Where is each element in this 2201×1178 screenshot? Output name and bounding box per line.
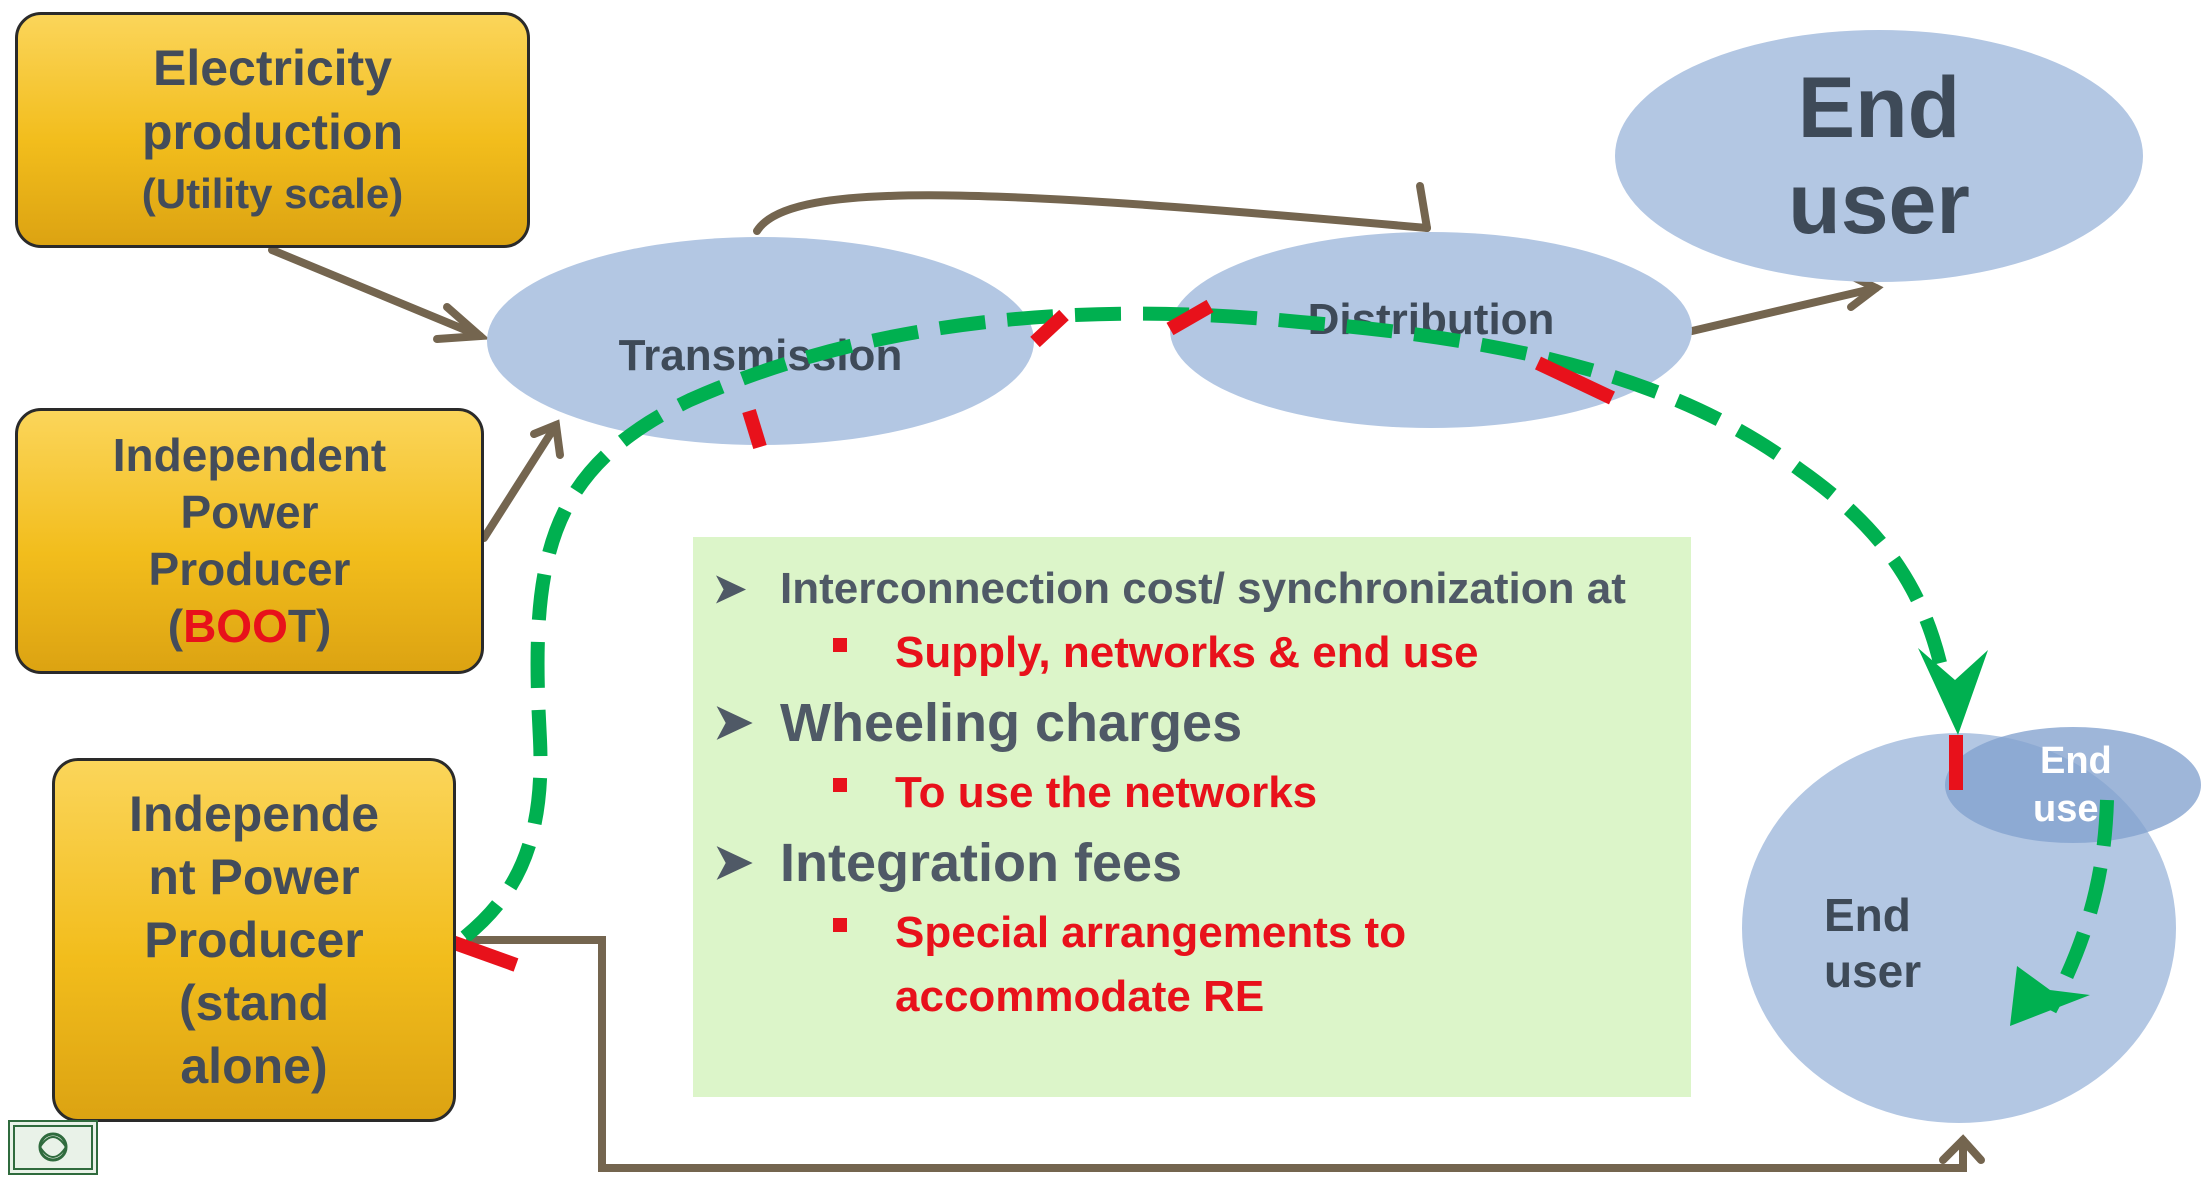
- utility-production-box: Electricity production (Utility scale): [15, 12, 530, 248]
- red-square-icon: [833, 778, 847, 792]
- ipp-boot-line4: (BOOT): [168, 598, 332, 655]
- sub-special: Special arrangements to accommodate RE: [833, 901, 1661, 1029]
- ipp-boot-accent: BOO: [183, 600, 288, 652]
- sub-supply-text: Supply, networks & end use: [895, 628, 1479, 677]
- ipp-standalone-line1: Independe: [128, 785, 380, 842]
- bullet-interconnection: ➤ Interconnection cost/ synchronization …: [713, 557, 1661, 621]
- ipp-standalone-line4: (stand: [179, 974, 329, 1031]
- end-user-top-node: End user: [1615, 30, 2143, 282]
- arrow-distribution-to-end-user: [1688, 284, 1880, 335]
- arrowhead-bottom-end-user: [1939, 1134, 1985, 1164]
- utility-line1: Electricity: [152, 40, 392, 96]
- arrow-bullet-icon: ➤: [713, 567, 747, 611]
- sub-special-text: Special arrangements to accommodate RE: [895, 908, 1407, 1021]
- sub-networks: To use the networks: [833, 761, 1661, 825]
- sub-supply: Supply, networks & end use: [833, 621, 1661, 685]
- ipp-boot-rest: T): [287, 600, 332, 652]
- red-marker-distribution-right: [1535, 356, 1615, 405]
- arrowhead-ipp: [530, 419, 564, 459]
- ipp-standalone-line3: Producer: [144, 911, 364, 968]
- ipp-standalone-line2: nt Power: [148, 848, 360, 905]
- red-marker-transmission-left: [742, 408, 767, 450]
- bullet-integration-text: Integration fees: [780, 833, 1183, 893]
- ipp-standalone-box: Independe nt Power Producer (stand alone…: [52, 758, 456, 1122]
- utility-line2: production: [141, 104, 404, 160]
- end-user-top-line2: user: [1788, 156, 1970, 252]
- green-dashed-flow-small: [2043, 799, 2114, 1014]
- end-user-big-line2: user: [1824, 945, 1922, 997]
- ornamental-logo-icon: [8, 1120, 98, 1175]
- arrow-bullet-icon: ➤: [713, 836, 754, 889]
- end-user-small-line1: End: [2040, 740, 2112, 782]
- bullet-interconnection-text: Interconnection cost/ synchronization at: [780, 564, 1626, 613]
- red-square-icon: [833, 638, 847, 652]
- end-user-small-node: End user: [1945, 727, 2201, 843]
- ipp-boot-line2: Power: [180, 486, 319, 538]
- ipp-boot-box: Independent Power Producer (BOOT): [15, 408, 484, 674]
- red-marker-transmission-right: [1030, 309, 1069, 348]
- arrow-ipp-to-transmission: [480, 421, 560, 542]
- ipp-boot-line1: Independent: [112, 429, 387, 481]
- arrow-bullet-icon: ➤: [713, 696, 754, 749]
- bullet-wheeling: ➤ Wheeling charges: [713, 685, 1661, 761]
- bullet-wheeling-text: Wheeling charges: [780, 693, 1243, 753]
- cost-info-panel: ➤ Interconnection cost/ synchronization …: [693, 537, 1691, 1097]
- red-marker-distribution-left: [1166, 299, 1214, 336]
- ipp-boot-line3: Producer: [148, 543, 351, 595]
- sub-networks-text: To use the networks: [895, 768, 1318, 817]
- green-dashed-flow-main: [460, 306, 1952, 943]
- arrow-transmission-to-distribution: [753, 191, 1431, 235]
- red-square-icon: [833, 918, 847, 932]
- red-markers: [449, 299, 1963, 972]
- arrowhead-distribution: [1416, 182, 1431, 232]
- red-marker-standalone: [449, 935, 519, 972]
- bullet-integration: ➤ Integration fees: [713, 825, 1661, 901]
- end-user-top-line1: End: [1797, 60, 1961, 156]
- green-arrowhead-small-end-user: [2010, 966, 2090, 1026]
- end-user-big-line1: End: [1824, 889, 1911, 941]
- arrow-standalone-to-end-user: [466, 936, 1967, 1172]
- brown-arrows: [268, 182, 1985, 1172]
- arrowhead-utility: [433, 303, 490, 343]
- transmission-node: Transmission: [487, 237, 1034, 445]
- utility-line3: (Utility scale): [141, 170, 404, 217]
- green-arrowhead-end-user: [1918, 648, 1988, 735]
- arrow-utility-to-transmission: [268, 246, 484, 340]
- ipp-boot-paren: (: [167, 600, 184, 652]
- ipp-standalone-line5: alone): [180, 1037, 328, 1094]
